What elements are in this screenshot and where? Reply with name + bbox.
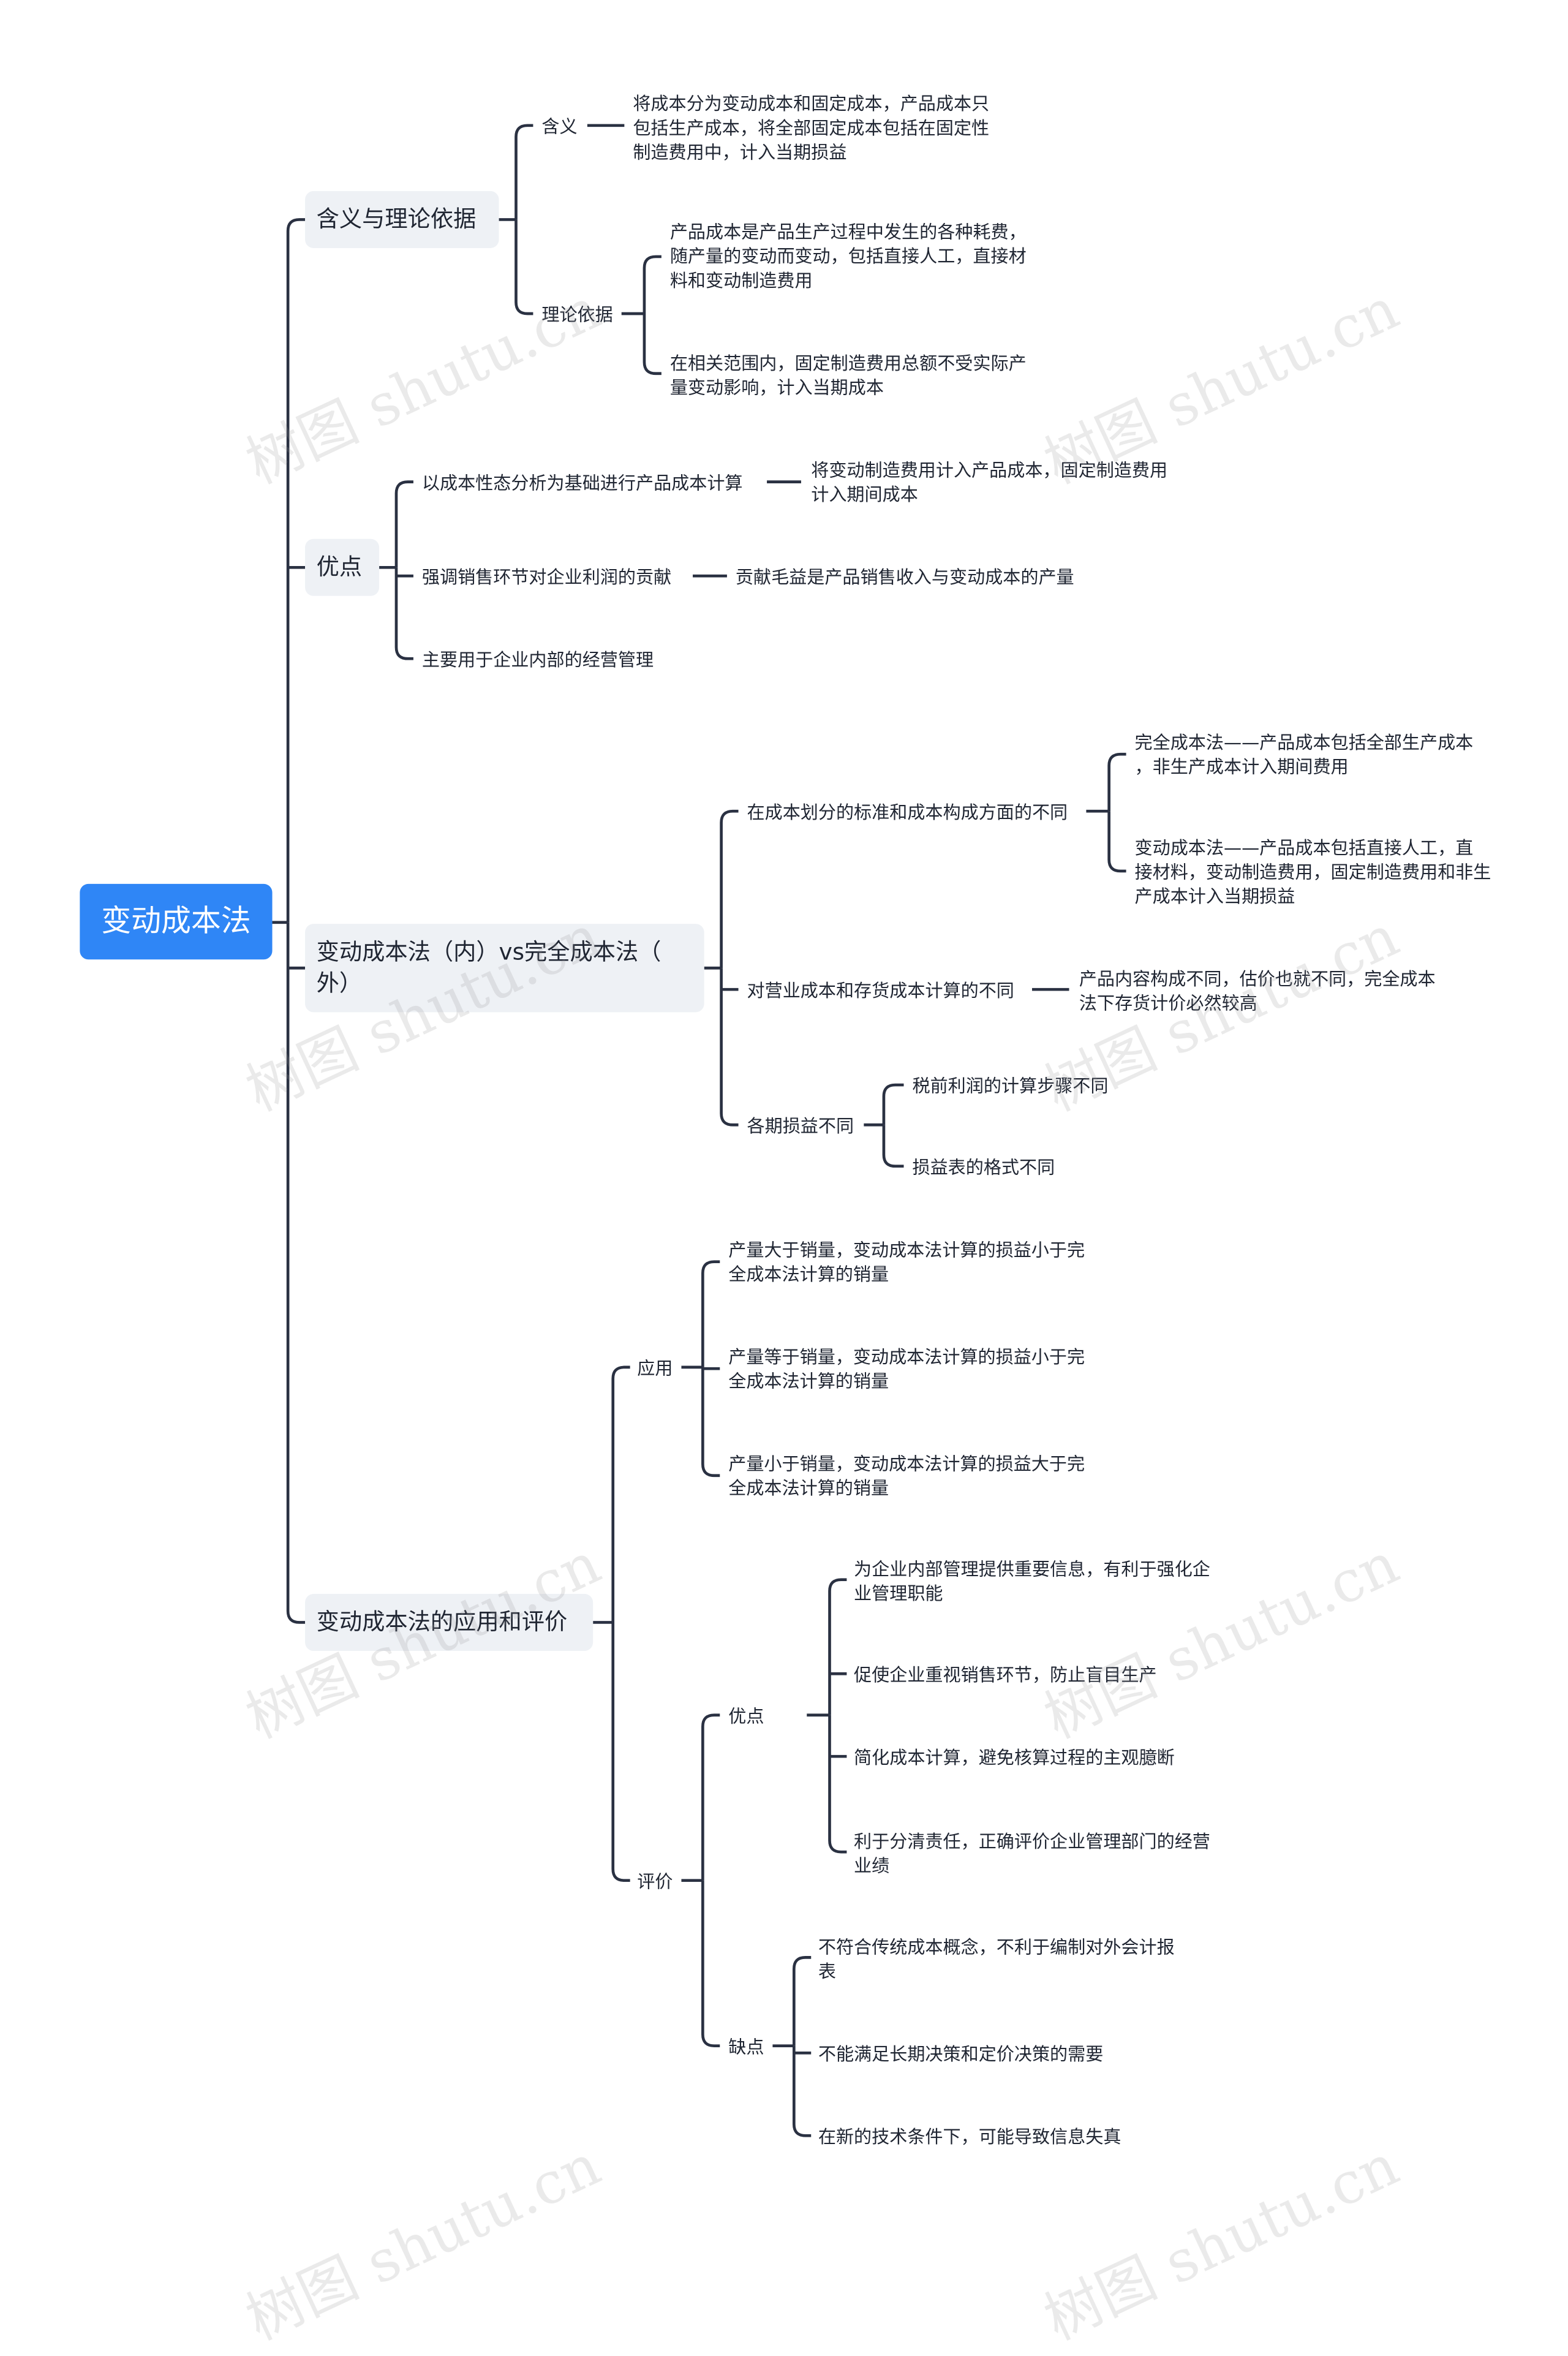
topic-compare-line: 外）	[316, 969, 363, 997]
label-cons[interactable]: 缺点	[728, 2036, 764, 2058]
connector	[701, 1260, 720, 1367]
topic-advantages[interactable]: 优点	[305, 538, 380, 596]
use-3[interactable]: 产量小于销量，变动成本法计算的损益大于完 全成本法计算的销量	[728, 1451, 1085, 1500]
basis-1[interactable]: 产品成本是产品生产过程中发生的各种耗费， 随产量的变动而变动，包括直接人工，直接…	[670, 219, 1027, 292]
con-1[interactable]: 不符合传统成本概念，不利于编制对外会计报 表	[818, 1935, 1175, 1983]
connector	[514, 124, 533, 220]
adv-2[interactable]: 强调销售环节对企业利润的贡献	[421, 565, 672, 587]
cmp-1[interactable]: 在成本划分的标准和成本构成方面的不同	[747, 801, 1068, 823]
label-meaning[interactable]: 含义	[541, 115, 578, 137]
connector	[394, 480, 413, 568]
use-1[interactable]: 产量大于销量，变动成本法计算的损益小于完 全成本法计算的销量	[728, 1237, 1085, 1286]
text-line: 全成本法计算的销量	[728, 1477, 889, 1498]
connector	[720, 968, 739, 1127]
text-line: 产量小于销量，变动成本法计算的损益大于完	[728, 1452, 1085, 1474]
cmp-1-a[interactable]: 完全成本法——产品成本包括全部生产成本 ，非生产成本计入期间费用	[1135, 730, 1474, 779]
label-pros[interactable]: 优点	[728, 1705, 764, 1727]
text-line: 法下存货计价必然较高	[1079, 992, 1257, 1014]
pro-2[interactable]: 促使企业重视销售环节，防止盲目生产	[854, 1663, 1157, 1685]
connector	[792, 2045, 812, 2137]
adv-1[interactable]: 以成本性态分析为基础进行产品成本计算	[421, 472, 743, 494]
connector	[882, 1125, 904, 1168]
label-eval[interactable]: 评价	[637, 1870, 673, 1892]
connector	[701, 1880, 720, 2048]
connector	[394, 567, 413, 660]
label-use[interactable]: 应用	[637, 1357, 673, 1379]
connector	[701, 1713, 720, 1881]
text-line: 将成本分为变动成本和固定成本，产品成本只	[633, 93, 990, 115]
text-line: 料和变动制造费用	[669, 269, 813, 291]
mind-map: 变动成本法 含义与理论依据 优点 变动成本法（内）vs完全成本法（ 外） 变动成本…	[80, 91, 1491, 2354]
text-line: 计入期间成本	[811, 483, 918, 505]
connector	[882, 1083, 904, 1125]
topic-compare-line: 变动成本法（内）vs完全成本法（	[316, 938, 662, 965]
connector	[720, 809, 739, 968]
meaning-text[interactable]: 将成本分为变动成本和固定成本，产品成本只 包括生产成本，将全部固定成本包括在固定…	[633, 91, 989, 164]
text-line: 业绩	[854, 1854, 890, 1876]
pro-3[interactable]: 简化成本计算，避免核算过程的主观臆断	[854, 1746, 1175, 1768]
con-2[interactable]: 不能满足长期决策和定价决策的需要	[818, 2043, 1104, 2064]
text-line: 接材料，变动制造费用，固定制造费用和非生	[1134, 861, 1491, 883]
text-line: 在相关范围内，固定制造费用总额不受实际产	[669, 352, 1027, 374]
cmp-3-b[interactable]: 损益表的格式不同	[912, 1156, 1055, 1178]
connector	[1107, 811, 1126, 873]
connector	[792, 1956, 812, 2046]
connector	[286, 218, 306, 923]
text-line: 全成本法计算的销量	[728, 1263, 889, 1285]
basis-2[interactable]: 在相关范围内，固定制造费用总额不受实际产 量变动影响，计入当期成本	[670, 351, 1027, 399]
text-line: 随产量的变动而变动，包括直接人工，直接材	[669, 245, 1027, 267]
cmp-1-b[interactable]: 变动成本法——产品成本包括直接人工，直 接材料，变动制造费用，固定制造费用和非生…	[1135, 836, 1491, 908]
adv-2-detail[interactable]: 贡献毛益是产品销售收入与变动成本的产量	[735, 565, 1074, 587]
cmp-3-a[interactable]: 税前利润的计算步骤不同	[912, 1074, 1109, 1097]
use-2[interactable]: 产量等于销量，变动成本法计算的损益小于完 全成本法计算的销量	[728, 1345, 1085, 1393]
text-line: 完全成本法——产品成本包括全部生产成本	[1134, 731, 1474, 753]
connector	[828, 1578, 847, 1715]
topic-compare[interactable]: 变动成本法（内）vs完全成本法（ 外）	[305, 924, 704, 1013]
text-line: 为企业内部管理提供重要信息，有利于强化企	[854, 1558, 1210, 1580]
text-line: 将变动制造费用计入产品成本，固定制造费用	[811, 459, 1168, 481]
connector	[828, 1715, 847, 1854]
label-basis[interactable]: 理论依据	[541, 303, 613, 325]
connector-lines	[272, 124, 1126, 2137]
root-node[interactable]: 变动成本法	[80, 883, 273, 960]
text-line: ，非生产成本计入期间费用	[1134, 755, 1349, 777]
text-line: 产成本计入当期损益	[1134, 885, 1295, 907]
text-line: 制造费用中，计入当期损益	[633, 141, 847, 163]
cmp-3[interactable]: 各期损益不同	[747, 1114, 854, 1136]
connector	[1107, 752, 1126, 812]
connector	[514, 219, 533, 315]
text-line: 业管理职能	[854, 1582, 943, 1604]
connector	[611, 1365, 630, 1623]
adv-1-detail[interactable]: 将变动制造费用计入产品成本，固定制造费用 计入期间成本	[811, 458, 1167, 506]
text-line: 产品内容构成不同，估价也就不同，完全成本	[1079, 968, 1436, 990]
text-line: 变动成本法——产品成本包括直接人工，直	[1134, 837, 1474, 859]
text-line: 表	[818, 1960, 836, 1982]
text-line: 量变动影响，计入当期成本	[669, 376, 884, 398]
pro-4[interactable]: 利于分清责任，正确评价企业管理部门的经营 业绩	[854, 1829, 1210, 1878]
topic-application[interactable]: 变动成本法的应用和评价	[305, 1593, 594, 1652]
text-line: 全成本法计算的销量	[728, 1370, 889, 1392]
topic-meaning[interactable]: 含义与理论依据	[305, 191, 499, 248]
pro-1[interactable]: 为企业内部管理提供重要信息，有利于强化企 业管理职能	[854, 1557, 1210, 1605]
connector	[643, 314, 662, 376]
text-line: 产量等于销量，变动成本法计算的损益小于完	[728, 1345, 1085, 1367]
text-line: 产量大于销量，变动成本法计算的损益小于完	[728, 1239, 1085, 1261]
adv-3[interactable]: 主要用于企业内部的经营管理	[421, 648, 654, 670]
connector	[611, 1622, 630, 1882]
cmp-2[interactable]: 对营业成本和存货成本计算的不同	[747, 979, 1014, 1001]
connector	[643, 255, 662, 314]
text-line: 不符合传统成本概念，不利于编制对外会计报	[818, 1936, 1175, 1958]
text-line: 利于分清责任，正确评价企业管理部门的经营	[854, 1830, 1210, 1852]
con-3[interactable]: 在新的技术条件下，可能导致信息失真	[818, 2126, 1121, 2147]
cmp-2-detail[interactable]: 产品内容构成不同，估价也就不同，完全成本 法下存货计价必然较高	[1079, 967, 1436, 1015]
text-line: 包括生产成本，将全部固定成本包括在固定性	[633, 116, 990, 138]
connector	[701, 1367, 720, 1478]
text-line: 产品成本是产品生产过程中发生的各种耗费，	[669, 221, 1027, 243]
connector	[286, 922, 306, 1624]
